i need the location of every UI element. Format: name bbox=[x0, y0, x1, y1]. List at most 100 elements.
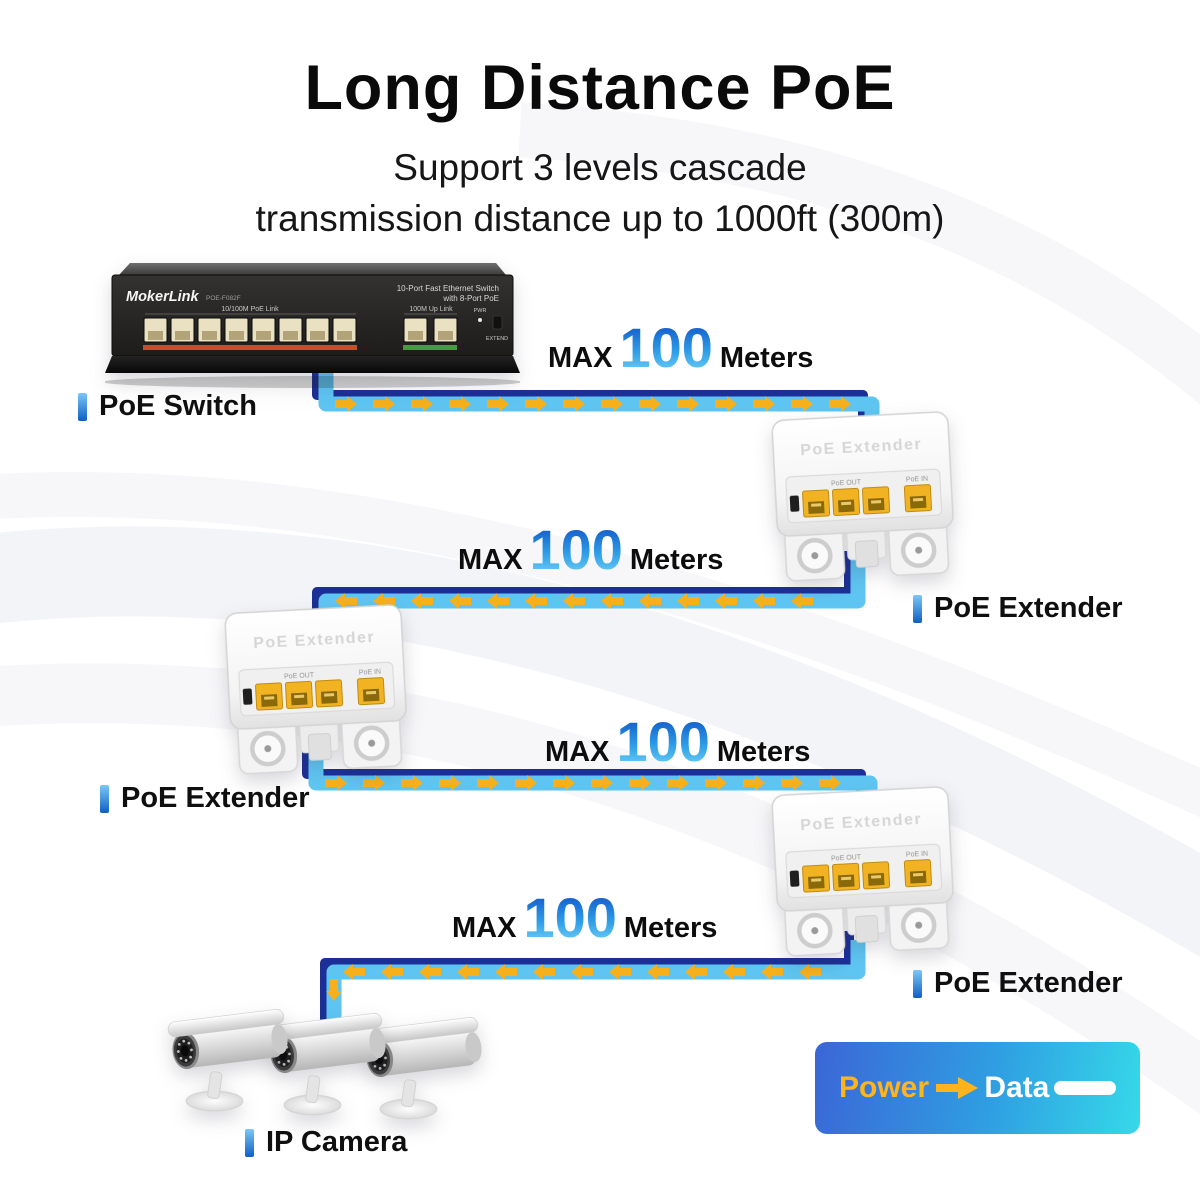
power-flow-arrow-icon bbox=[487, 396, 509, 412]
power-flow-arrow-icon bbox=[677, 593, 699, 609]
poe-extender-device-2: PoE Extender PoE OUT PoE IN bbox=[222, 601, 413, 785]
switch-model-text: POE-F082F bbox=[206, 295, 241, 302]
power-flow-arrow-icon bbox=[753, 593, 775, 609]
cable-data-line bbox=[320, 931, 854, 1030]
power-flow-arrow-icon bbox=[601, 593, 623, 609]
caption-text: PoE Extender bbox=[934, 592, 1123, 624]
power-flow-arrow-icon bbox=[609, 964, 631, 980]
distance-value: 100 bbox=[529, 518, 623, 581]
poe-switch-caption: PoE Switch bbox=[78, 390, 257, 423]
poe-switch-device: MokerLink POE-F082F 10-Port Fast Etherne… bbox=[105, 260, 520, 390]
poe-switch-graphic: MokerLink POE-F082F 10-Port Fast Etherne… bbox=[105, 263, 520, 388]
poe-port-strip bbox=[143, 345, 357, 350]
distance-label-3: MAX 100 Meters bbox=[545, 714, 810, 770]
extender-cable-gland-tip bbox=[307, 733, 332, 761]
power-flow-arrow-icon bbox=[715, 396, 737, 412]
power-flow-arrow-icon bbox=[343, 964, 365, 980]
screw-right bbox=[915, 921, 923, 929]
screw-left bbox=[811, 552, 819, 560]
power-flow-arrow-icon bbox=[677, 396, 699, 412]
poe-out-label: PoE OUT bbox=[831, 479, 862, 488]
power-flow-arrow-icon bbox=[781, 775, 803, 791]
legend-power-label: Power bbox=[839, 1071, 930, 1104]
distance-unit: Meters bbox=[629, 544, 724, 576]
power-flow-arrow-icon bbox=[563, 593, 585, 609]
ip-camera-1 bbox=[158, 996, 308, 1116]
camera-ir-leds bbox=[176, 1039, 193, 1062]
poe-extender-graphic: PoE Extender PoE OUT PoE IN bbox=[771, 411, 954, 582]
power-flow-arrow-icon bbox=[705, 775, 727, 791]
power-flow-arrow-icon bbox=[799, 964, 821, 980]
distance-prefix: MAX bbox=[452, 912, 517, 944]
power-flow-arrow-icon bbox=[495, 964, 517, 980]
power-flow-arrow-icon bbox=[335, 593, 357, 609]
legend-data-label: Data bbox=[984, 1071, 1050, 1104]
power-arrow-icon bbox=[935, 1077, 978, 1099]
camera-rear-cap bbox=[369, 1028, 386, 1059]
camera-body bbox=[280, 1026, 381, 1072]
power-flow-arrow-icon bbox=[829, 396, 851, 412]
power-flow-arrow-icon bbox=[373, 396, 395, 412]
poe-extender-caption-1: PoE Extender bbox=[913, 592, 1123, 625]
switch-extend-label: EXTEND bbox=[486, 336, 508, 342]
extender-cable-gland-tip bbox=[854, 540, 879, 568]
page-subtitle: Support 3 levels cascade transmission di… bbox=[0, 142, 1200, 244]
poe-extender-caption-2: PoE Extender bbox=[100, 782, 310, 815]
distance-label-4: MAX 100 Meters bbox=[452, 890, 717, 946]
screw-right bbox=[915, 546, 923, 554]
power-flow-arrow-icon bbox=[487, 593, 509, 609]
power-flow-arrow-icon bbox=[515, 775, 537, 791]
poe-extender-graphic: PoE Extender PoE OUT PoE IN bbox=[771, 786, 954, 957]
power-flow-arrow-icon bbox=[449, 593, 471, 609]
extender-dip-switch bbox=[789, 495, 800, 512]
power-flow-arrow-down-icon bbox=[326, 979, 342, 1001]
distance-unit: Meters bbox=[716, 736, 811, 768]
power-flow-arrow-icon bbox=[629, 775, 651, 791]
power-flow-arrow-icon bbox=[525, 396, 547, 412]
distance-label-2: MAX 100 Meters bbox=[458, 522, 723, 578]
poe-out-label: PoE OUT bbox=[284, 672, 315, 681]
power-flow-arrow-icon bbox=[419, 964, 441, 980]
camera-body bbox=[376, 1030, 477, 1076]
screw-left bbox=[264, 745, 272, 753]
power-flow-arrow-icon bbox=[667, 775, 689, 791]
power-flow-arrow-icon bbox=[401, 775, 423, 791]
distance-prefix: MAX bbox=[545, 736, 610, 768]
power-flow-arrow-icon bbox=[647, 964, 669, 980]
power-flow-arrow-icon bbox=[525, 593, 547, 609]
screw-left bbox=[811, 927, 819, 935]
data-bar-icon bbox=[1053, 1081, 1116, 1095]
power-flow-arrow-icon bbox=[791, 396, 813, 412]
power-flow-arrow-icon bbox=[381, 964, 403, 980]
extend-toggle bbox=[492, 315, 503, 330]
ip-camera-caption: IP Camera bbox=[245, 1126, 407, 1159]
camera-rear-cap bbox=[465, 1032, 482, 1063]
poe-extender-caption-3: PoE Extender bbox=[913, 967, 1123, 1000]
distance-unit: Meters bbox=[623, 912, 718, 944]
power-flow-arrow-icon bbox=[819, 775, 841, 791]
subtitle-line-2: transmission distance up to 1000ft (300m… bbox=[255, 198, 945, 239]
power-flow-arrow-icon bbox=[715, 593, 737, 609]
bullet-camera-graphic bbox=[167, 1009, 288, 1112]
camera-lens bbox=[180, 1045, 189, 1057]
caption-text: IP Camera bbox=[266, 1126, 408, 1158]
cable-extender3-to-camera bbox=[320, 931, 866, 1039]
power-flow-arrow-icon bbox=[449, 396, 471, 412]
distance-unit: Meters bbox=[719, 342, 814, 374]
extender-embossed-text: PoE Extender bbox=[253, 629, 376, 652]
camera-mount-arm bbox=[401, 1079, 417, 1108]
power-flow-arrow-icon bbox=[591, 775, 613, 791]
distance-label-1: MAX 100 Meters bbox=[548, 320, 813, 376]
power-flow-arrow-icon bbox=[363, 775, 385, 791]
switch-desc-line-1: 10-Port Fast Ethernet Switch bbox=[397, 284, 499, 293]
power-flow-arrow-icon bbox=[791, 593, 813, 609]
legend: Power Data bbox=[815, 1042, 1140, 1134]
cable-power-band bbox=[326, 940, 866, 1039]
power-flow-arrow-icon bbox=[563, 396, 585, 412]
power-flow-arrow-icon bbox=[743, 775, 765, 791]
extender-embossed-text: PoE Extender bbox=[800, 811, 923, 834]
extender-dip-switch bbox=[789, 870, 800, 887]
poe-extender-device-1: PoE Extender PoE OUT PoE IN bbox=[769, 408, 960, 592]
power-flow-arrow-icon bbox=[553, 775, 575, 791]
